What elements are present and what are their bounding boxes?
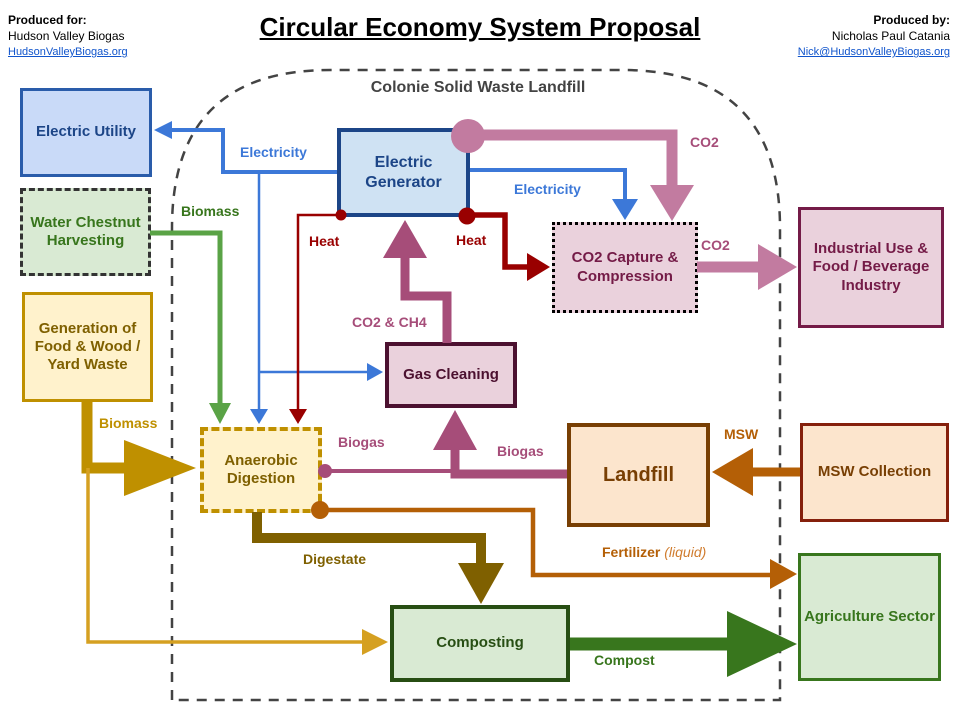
edge-biogas-from-landfill (450, 449, 567, 479)
label-heat-right: Heat (456, 232, 487, 248)
produced-for-link[interactable]: HudsonValleyBiogas.org (8, 46, 128, 59)
arrowhead-heat-digestion (289, 409, 307, 424)
node-generation-food-wood-yard-waste: Generation of Food & Wood / Yard Waste (22, 292, 153, 402)
edge-electricity-to-utility (171, 128, 337, 174)
produced-by-link[interactable]: Nick@HudsonValleyBiogas.org (797, 46, 950, 59)
label-msw: MSW (724, 426, 759, 442)
node-anaerobic-digestion: Anaerobic Digestion (200, 427, 322, 513)
produced-for-block: Produced for: Hudson Valley Biogas Hudso… (8, 13, 128, 60)
node-electric-utility: Electric Utility (20, 88, 152, 177)
node-agriculture-sector: Agriculture Sector (798, 553, 941, 681)
label-co2-out: CO2 (701, 237, 730, 253)
edge-heat-to-co2-capture (467, 212, 529, 270)
arrowhead-biomass-chestnut-digestion (209, 403, 231, 424)
label-fertilizer: Fertilizer (liquid) (602, 544, 706, 560)
edge-biomass-chestnut-to-digestion (150, 230, 223, 405)
label-heat-left: Heat (309, 233, 340, 249)
edge-heat-to-digestion (296, 213, 341, 411)
edge-electricity-to-co2-capture (470, 168, 627, 201)
produced-by-heading: Produced by: (873, 13, 950, 27)
node-co2-capture-compression: CO2 Capture & Compression (552, 222, 698, 313)
edge-co2-generator-to-capture (468, 129, 678, 187)
arrowhead-co2-capture (650, 185, 694, 221)
label-biomass-green: Biomass (181, 203, 240, 219)
label-electricity-utility: Electricity (240, 144, 307, 160)
landfill-boundary-label: Colonie Solid Waste Landfill (370, 79, 586, 96)
arrowhead-heat-co2-capture (527, 253, 550, 281)
node-gas-cleaning: Gas Cleaning (385, 342, 517, 408)
node-electric-generator: Electric Generator (337, 128, 470, 217)
produced-by-block: Produced by: Nicholas Paul Catania Nick@… (798, 13, 950, 60)
produced-for-name: Hudson Valley Biogas (8, 28, 125, 43)
node-industrial-use-food-beverage: Industrial Use & Food / Beverage Industr… (798, 207, 944, 328)
label-electricity-co2: Electricity (514, 181, 581, 197)
edge-fertilizer-to-agriculture (320, 507, 773, 578)
arrowhead-fertilizer-agriculture (770, 559, 797, 589)
arrowhead-co2-industrial (758, 244, 797, 290)
arrowhead-electricity-co2-capture (612, 199, 638, 220)
edge-biomass-to-digestion (81, 401, 127, 474)
junction-heat-right (458, 207, 476, 225)
arrowhead-compost-agriculture (727, 611, 797, 677)
landfill-boundary-outline (170, 68, 782, 702)
edge-co2ch4-to-generator (400, 257, 452, 343)
junction-co2-generator-top (451, 119, 485, 153)
label-fertilizer-text: Fertilizer (602, 544, 661, 560)
arrowhead-biogas-gas-cleaning (433, 410, 477, 450)
node-water-chestnut-harvesting: Water Chestnut Harvesting (20, 188, 151, 276)
label-biomass-gold: Biomass (99, 415, 158, 431)
junction-biogas-digestion (318, 464, 332, 478)
label-fertilizer-qualifier: (liquid) (664, 544, 707, 560)
arrowhead-co2ch4-generator (383, 220, 427, 258)
junction-fertilizer-digestion (311, 501, 329, 519)
label-digestate: Digestate (303, 551, 367, 567)
produced-by-name: Nicholas Paul Catania (831, 28, 950, 43)
label-co2-top: CO2 (690, 134, 719, 150)
edge-digestate-to-composting (252, 512, 486, 565)
node-composting: Composting (390, 605, 570, 682)
label-compost: Compost (594, 652, 655, 668)
label-co2-ch4: CO2 & CH4 (352, 314, 427, 330)
node-landfill: Landfill (567, 423, 710, 527)
arrowhead-electricity-utility (154, 121, 172, 139)
arrowhead-biomass-digestion (124, 440, 196, 496)
label-biogas-digestion: Biogas (338, 434, 385, 450)
produced-for-heading: Produced for: (8, 13, 87, 27)
arrowhead-waste-composting (362, 629, 388, 655)
edge-waste-to-composting (86, 468, 365, 644)
arrowhead-msw-landfill (712, 448, 753, 496)
node-msw-collection: MSW Collection (800, 423, 949, 522)
page-title: Circular Economy System Proposal (259, 12, 701, 42)
arrowhead-electricity-digestion (250, 409, 268, 424)
label-biogas-landfill: Biogas (497, 443, 544, 459)
junction-heat-left (335, 209, 347, 221)
arrowhead-electricity-gas-cleaning (367, 363, 383, 381)
arrowhead-digestate-composting (458, 563, 504, 604)
